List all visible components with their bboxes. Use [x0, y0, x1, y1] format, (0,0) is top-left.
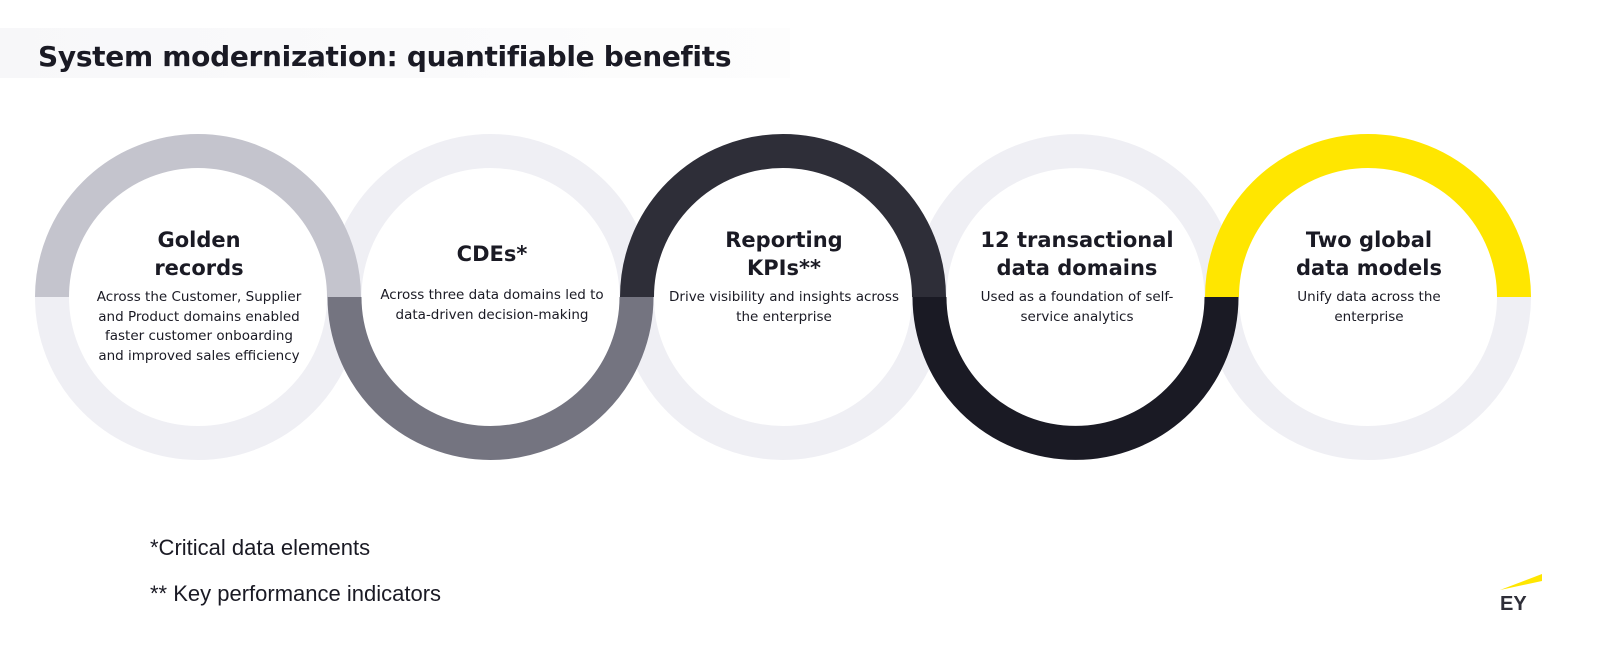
title-background [0, 28, 790, 78]
ring-accent-half [327, 296, 654, 460]
footnote-cde: *Critical data elements [150, 535, 371, 560]
benefit-description: Across the Customer, Supplier and Produc… [96, 289, 302, 364]
ring-track-half [912, 134, 1239, 298]
benefit-transactional-domains: 12 transactional data domains Used as a … [957, 226, 1197, 327]
ring-accent-half [1205, 134, 1531, 298]
ring-accent-half [912, 296, 1239, 460]
benefit-heading: Reporting KPIs** [725, 228, 843, 280]
benefit-golden-records: Golden records Across the Customer, Supp… [79, 226, 319, 366]
benefit-description: Drive visibility and insights across the… [669, 289, 900, 325]
benefit-global-data-models: Two global data models Unify data across… [1249, 226, 1489, 327]
benefit-heading: 12 transactional data domains [980, 228, 1174, 280]
benefit-heading: CDEs* [456, 242, 528, 266]
benefit-heading: Golden records [154, 228, 244, 280]
ring-track-half [327, 134, 654, 298]
benefit-description: Unify data across the enterprise [1297, 289, 1441, 325]
benefit-description: Used as a foundation of self-service ana… [980, 289, 1174, 325]
ring-track-half [35, 296, 361, 460]
ey-logo: EY [1500, 572, 1550, 615]
logo-beam [1500, 574, 1542, 590]
logo-text: EY [1500, 593, 1527, 612]
benefit-cdes: CDEs* Across three data domains led to d… [372, 240, 612, 325]
ring-track-half [1205, 296, 1531, 460]
benefit-description: Across three data domains led to data-dr… [380, 287, 604, 323]
ey-logo-mark: EY [1500, 574, 1542, 615]
footnote-kpi: ** Key performance indicators [150, 581, 442, 606]
ring-accent-half [35, 134, 361, 298]
page-title: System modernization: quantifiable benef… [38, 40, 732, 73]
benefit-reporting-kpis: Reporting KPIs** Drive visibility and in… [664, 226, 904, 327]
benefit-heading: Two global data models [1295, 228, 1442, 280]
ring-track-half [620, 296, 946, 460]
ring-accent-half [620, 134, 946, 298]
